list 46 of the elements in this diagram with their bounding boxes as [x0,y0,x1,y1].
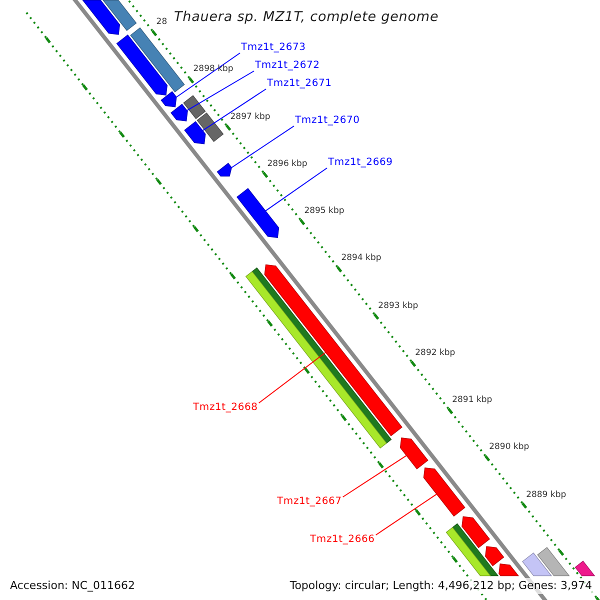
scale-label: 2897 kbp [230,112,270,122]
gene-feature [423,467,466,517]
gene-feature [116,34,168,96]
gene-label: Tmz1t_2671 [267,78,332,90]
gene-block [446,526,492,576]
scale-label: 2894 kbp [341,253,382,264]
scale-label: 2890 kbp [489,442,530,452]
scale-label: 2889 kbp [526,490,566,500]
gene-label: Tmz1t_2673 [241,42,306,54]
gene-label: Tmz1t_2666 [310,534,375,546]
gene-feature [216,162,232,176]
gene-label: Tmz1t_2669 [328,157,393,169]
scale-label: 2895 kbp [304,206,344,216]
gene-feature [400,438,428,470]
scale-label: 2891 kbp [452,395,492,406]
gene-block [452,523,499,576]
gene-feature [184,121,206,144]
title: Thauera sp. MZ1T, complete genome [174,9,439,25]
gene-block [196,112,224,142]
scale-label: 28 [156,17,168,28]
leader-line [258,352,326,404]
gene-label: Tmz1t_2668 [193,402,258,414]
genome-summary-text: Topology: circular; Length: 4,496,212 bp; Genes: 3,974 [288,578,594,594]
gene-label: Tmz1t_2667 [277,496,342,508]
leader-line [186,70,254,112]
gene-label: Tmz1t_2670 [295,115,360,127]
leader-line [176,52,240,98]
gene-feature [462,516,490,548]
gene-feature [170,104,188,122]
scale-label: 2893 kbp [378,300,418,311]
leader-line [264,168,328,212]
scale-label: 2898 kbp [193,64,234,74]
gene-block [130,27,185,92]
gene-feature [82,0,120,35]
gene-feature [236,188,280,238]
leader-line [342,455,407,498]
scale-label: 2892 kbp [415,348,456,358]
scale-label: 2896 kbp [267,158,308,169]
leader-line [231,126,294,168]
gene-label: Tmz1t_2672 [255,60,320,72]
leader-line [375,494,437,536]
leader-line [202,88,266,132]
gene-block [102,0,137,31]
gene-feature [264,264,402,436]
gene-feature [485,546,504,566]
gene-block [183,95,206,120]
